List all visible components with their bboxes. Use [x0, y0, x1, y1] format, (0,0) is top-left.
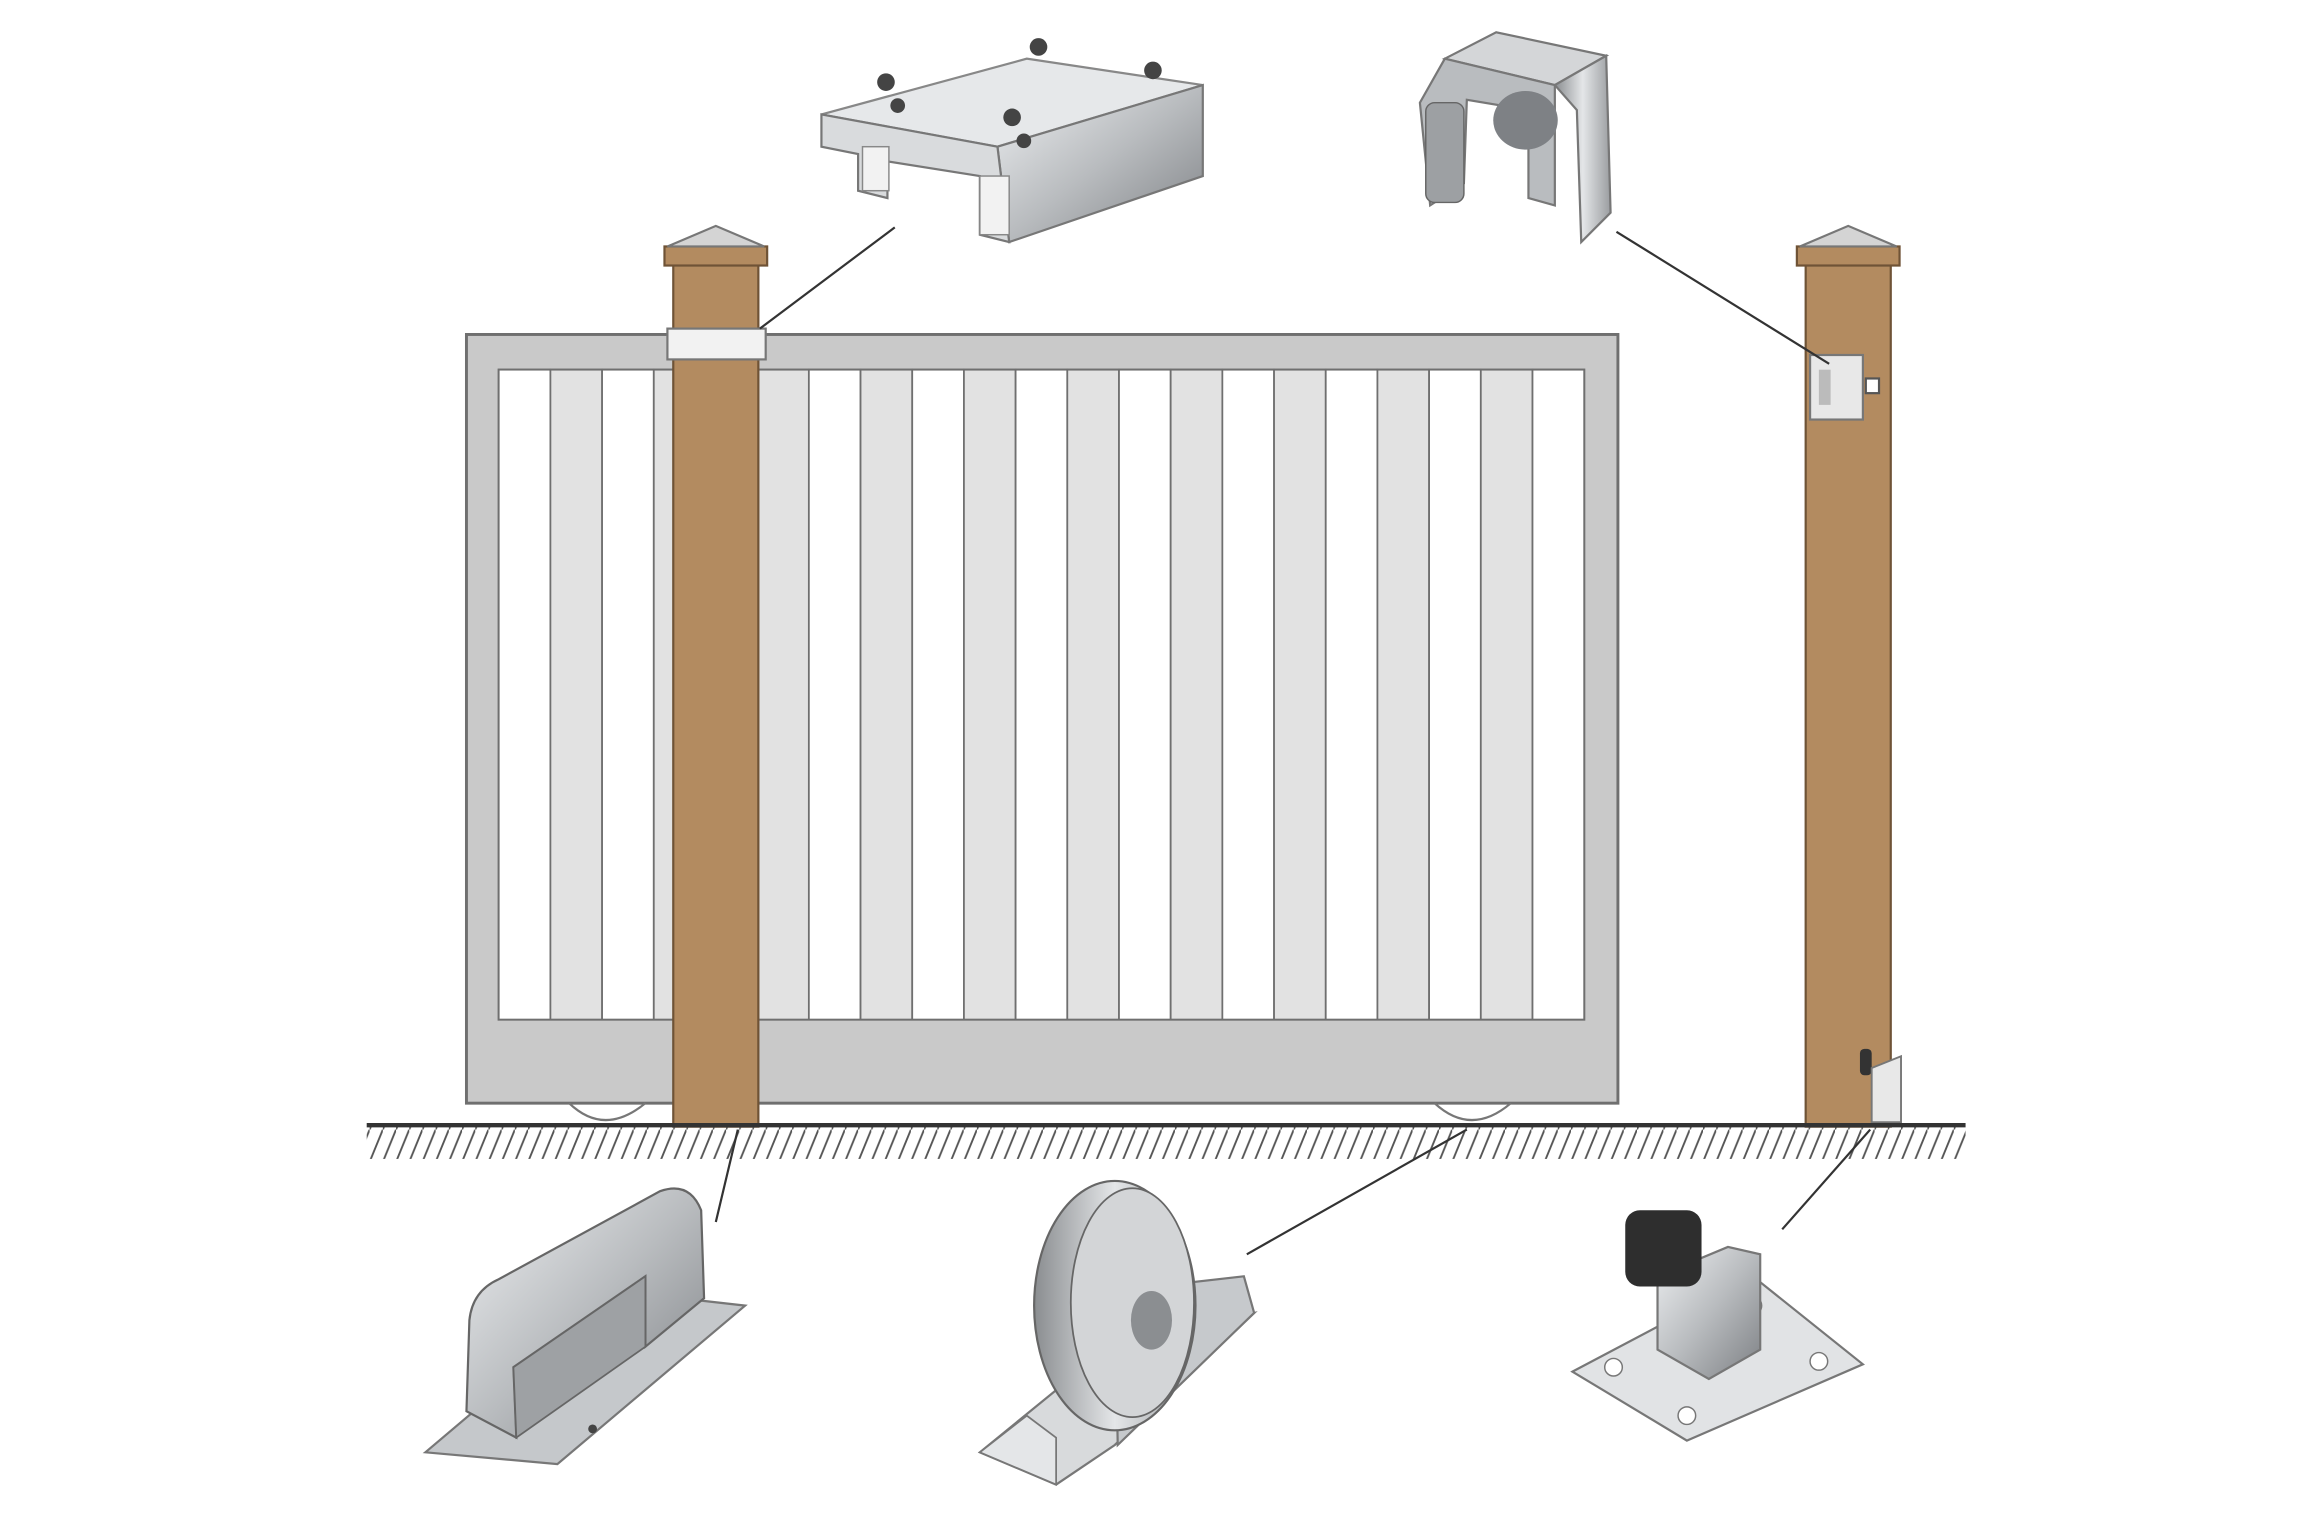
gate-picket — [601, 368, 655, 1021]
end-stop-icon — [1570, 1210, 1865, 1442]
gate-picket — [911, 368, 965, 1021]
gate-picket — [1324, 368, 1379, 1021]
right-post — [1795, 224, 1902, 1128]
gate-picket — [963, 368, 1017, 1021]
ground-line — [366, 1122, 1966, 1159]
gate-picket — [1376, 368, 1430, 1021]
gate-picket — [549, 368, 603, 1021]
end-stop-marker — [1859, 1048, 1872, 1076]
gate-frame — [464, 333, 1620, 1105]
gate-pickets — [497, 368, 1586, 1021]
gate-picket — [807, 368, 862, 1021]
gate-picket — [1221, 368, 1275, 1021]
guide-roller-bracket-icon — [820, 38, 1204, 244]
gate-picket — [1428, 368, 1482, 1021]
left-post — [663, 224, 769, 1128]
leader-lines — [714, 226, 1872, 1256]
gate-picket — [1479, 368, 1534, 1021]
gate-picket — [497, 368, 552, 1021]
wheel-arc-right — [1433, 1102, 1512, 1122]
gate-picket — [859, 368, 914, 1021]
gate-picket — [756, 368, 810, 1021]
gate-picket — [1531, 368, 1586, 1021]
wheel-arc-left — [568, 1102, 647, 1122]
gate-picket — [1014, 368, 1069, 1021]
grooved-wheel-icon — [977, 1179, 1258, 1486]
catcher-marker — [1808, 353, 1864, 421]
catcher-bracket-icon — [1418, 31, 1612, 245]
gate-picket — [1066, 368, 1120, 1021]
gate-picket — [1118, 368, 1172, 1021]
guide-rail-icon — [422, 1187, 748, 1466]
gate-picket — [1169, 368, 1224, 1021]
upper-guide-bracket-marker — [666, 327, 767, 361]
gate-picket — [1273, 368, 1327, 1021]
